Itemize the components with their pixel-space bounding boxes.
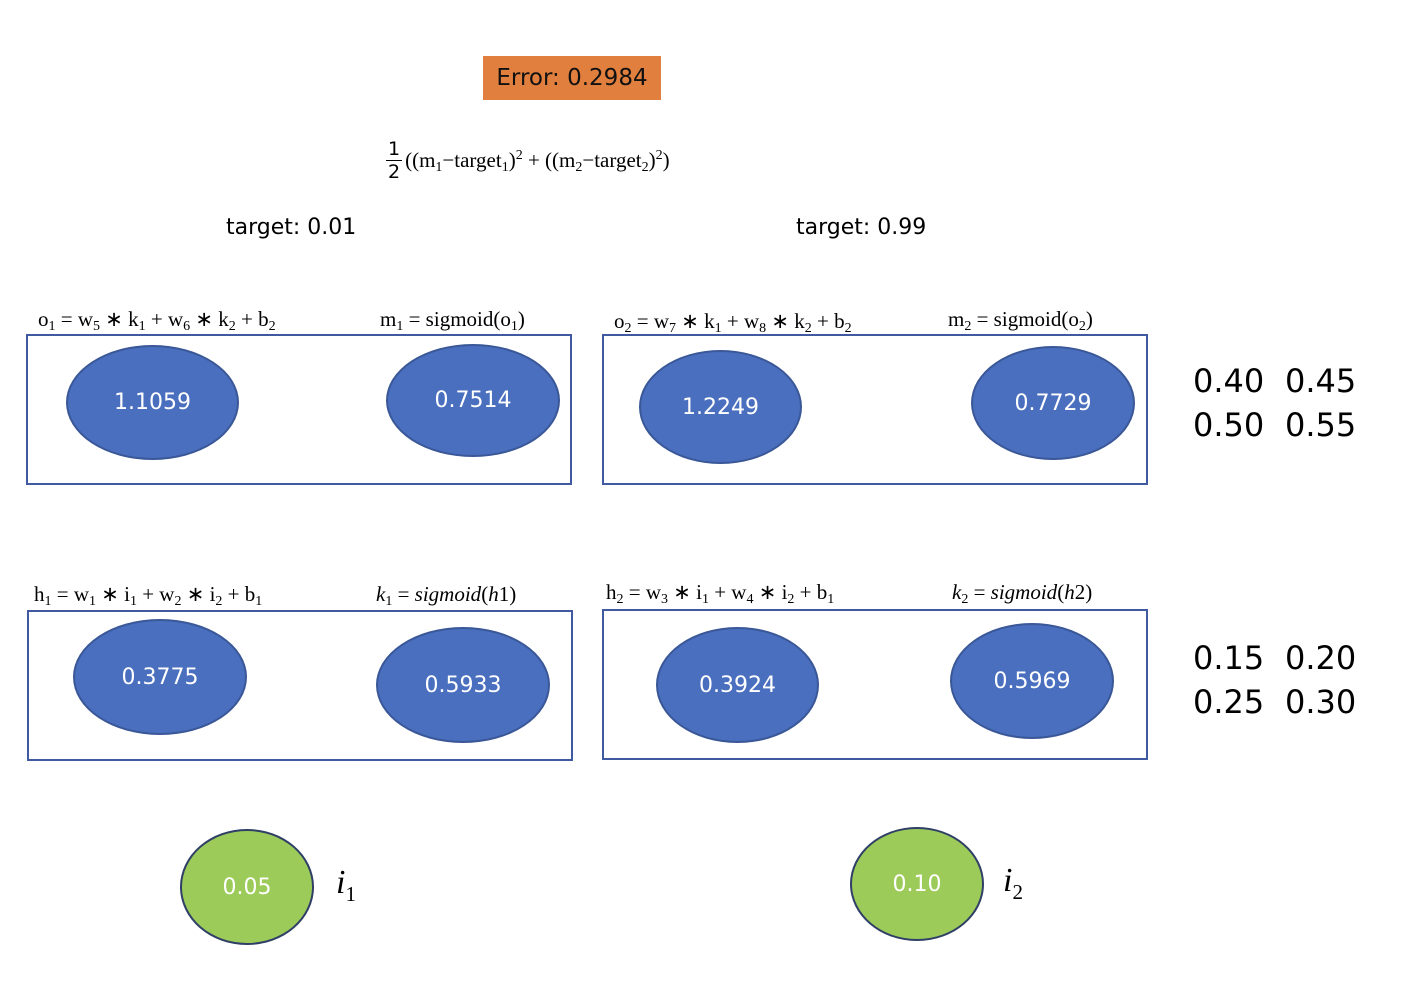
- weight-value: 0.55: [1285, 406, 1357, 444]
- k2-neuron: 0.5969: [950, 623, 1114, 739]
- loss-expression: ((m1−target1)2 + ((m2−target2)2): [405, 147, 670, 175]
- weight-value: 0.25: [1193, 683, 1265, 721]
- k1-value: 0.5933: [424, 672, 502, 698]
- hidden-block-1: [27, 610, 573, 761]
- h2-equation: h2 = w3 ∗ i1 + w4 ∗ i2 + b1: [606, 580, 835, 607]
- m2-equation: m2 = sigmoid(o2): [948, 307, 1093, 334]
- o2-value: 1.2249: [682, 394, 759, 420]
- error-label: Error: 0.2984: [496, 65, 648, 91]
- loss-formula: 1 2 ((m1−target1)2 + ((m2−target2)2): [386, 128, 670, 192]
- m1-value: 0.7514: [434, 388, 512, 413]
- h1-equation: h1 = w1 ∗ i1 + w2 ∗ i2 + b1: [34, 582, 263, 609]
- input-label-1: i1: [336, 864, 356, 906]
- k1-neuron: 0.5933: [376, 627, 550, 743]
- m2-neuron: 0.7729: [971, 346, 1135, 460]
- fraction-denominator: 2: [388, 160, 401, 183]
- weight-value: 0.20: [1285, 639, 1357, 677]
- target-label-1: target: 0.01: [226, 215, 357, 240]
- fraction-numerator: 1: [386, 137, 403, 161]
- h1-neuron: 0.3775: [73, 619, 247, 735]
- input-neuron-1: 0.05: [180, 829, 314, 945]
- weight-value: 0.15: [1193, 639, 1265, 677]
- weight-value: 0.40: [1193, 362, 1265, 400]
- weight-value: 0.45: [1285, 362, 1357, 400]
- h2-neuron: 0.3924: [656, 627, 819, 743]
- weight-value: 0.50: [1193, 406, 1265, 444]
- m1-equation: m1 = sigmoid(o1): [380, 307, 525, 334]
- o1-neuron: 1.1059: [66, 345, 239, 460]
- h2-value: 0.3924: [699, 672, 776, 698]
- target-label-2: target: 0.99: [796, 215, 927, 240]
- k1-equation: k1 = sigmoid(h1): [376, 582, 517, 609]
- hidden-block-2: [602, 609, 1148, 760]
- output-weights: 0.40 0.45 0.50 0.55: [1193, 361, 1365, 445]
- output-block-2: [602, 334, 1148, 485]
- o1-value: 1.1059: [114, 390, 191, 415]
- input-2-value: 0.10: [892, 871, 942, 897]
- input-neuron-2: 0.10: [850, 827, 984, 941]
- half-fraction: 1 2: [386, 137, 403, 183]
- m1-neuron: 0.7514: [386, 344, 560, 457]
- h1-value: 0.3775: [121, 664, 199, 690]
- error-box: Error: 0.2984: [483, 56, 661, 100]
- o2-neuron: 1.2249: [639, 350, 802, 464]
- m2-value: 0.7729: [1014, 390, 1092, 416]
- input-label-2: i2: [1003, 862, 1023, 904]
- k2-value: 0.5969: [993, 668, 1071, 694]
- hidden-weights: 0.15 0.20 0.25 0.30: [1193, 638, 1365, 722]
- o2-equation: o2 = w7 ∗ k1 + w8 ∗ k2 + b2: [614, 309, 852, 336]
- o1-equation: o1 = w5 ∗ k1 + w6 ∗ k2 + b2: [38, 307, 276, 334]
- k2-equation: k2 = sigmoid(h2): [952, 580, 1093, 607]
- weight-value: 0.30: [1285, 683, 1357, 721]
- input-1-value: 0.05: [222, 874, 272, 900]
- output-block-1: [26, 334, 572, 485]
